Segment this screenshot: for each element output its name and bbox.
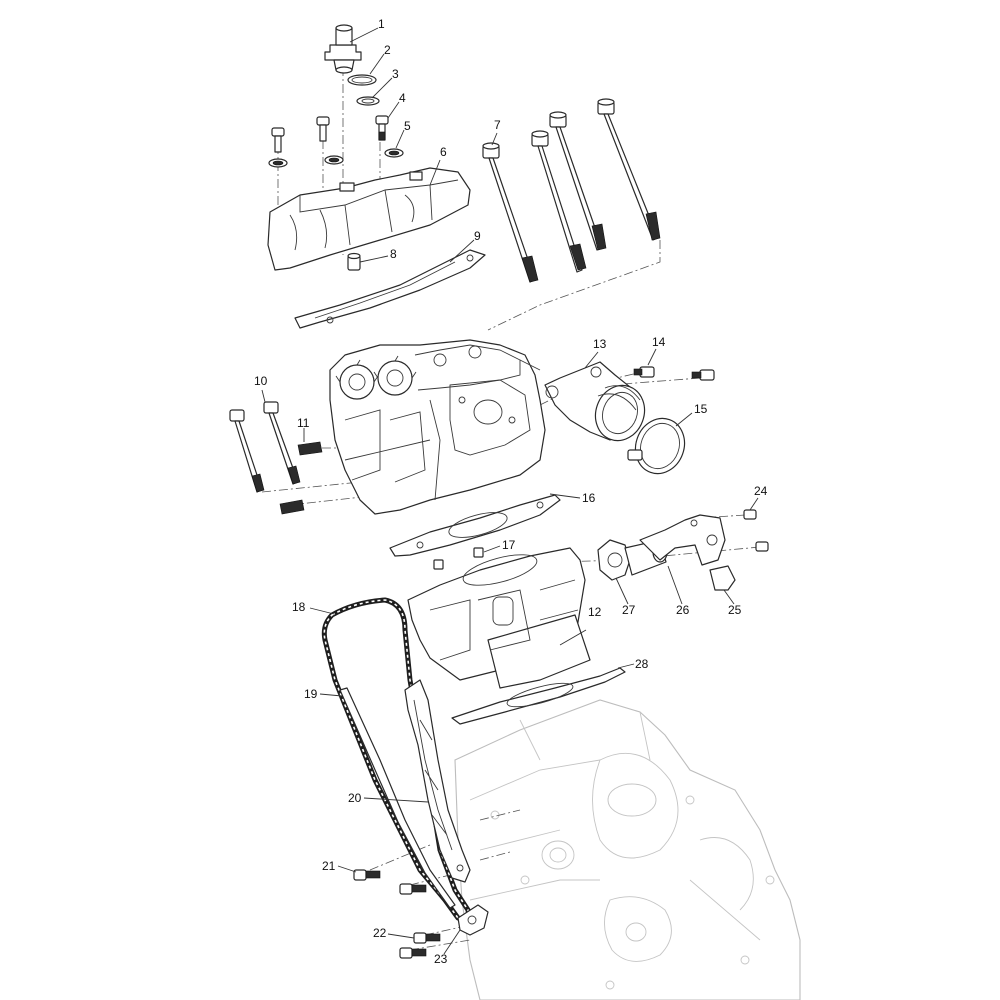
intake-boot [544,361,646,442]
callout-23: 23 [434,952,448,966]
callout-28: 28 [635,657,649,671]
callout-16: 16 [582,491,596,505]
callout-20: 20 [348,791,362,805]
callout-12: 12 [588,605,602,619]
callout-1: 1 [378,17,385,31]
callout-21: 21 [322,859,336,873]
callout-6: 6 [440,145,447,159]
callout-3: 3 [392,67,399,81]
chain-guide [339,687,456,909]
o-ring-2 [347,74,377,86]
cover-bolts [268,115,404,168]
leader-lines [261,27,759,955]
crankcase-ghost [454,699,801,1000]
cylinder-head-cover [267,167,471,271]
callout-18: 18 [292,600,306,614]
washer-3 [356,96,380,106]
cylinder [407,547,591,689]
callout-22: 22 [373,926,387,940]
callout-17: 17 [502,538,516,552]
callout-25: 25 [728,603,742,617]
callout-4: 4 [399,91,406,105]
callout-15: 15 [694,402,708,416]
timing-chain [321,597,471,922]
callout-19: 19 [304,687,318,701]
callout-5: 5 [404,119,411,133]
callout-14: 14 [652,335,666,349]
base-gasket [451,667,626,725]
callout-2: 2 [384,43,391,57]
dowel-pins-17 [433,547,484,570]
callout-8: 8 [390,247,397,261]
callout-26: 26 [676,603,690,617]
studs-11 [279,441,323,515]
callout-11: 11 [297,416,310,430]
callout-9: 9 [474,229,481,243]
cylinder-head [329,339,546,515]
callout-27: 27 [622,603,636,617]
cover-gasket [294,249,486,329]
callout-7: 7 [494,118,501,132]
hose-clamp [627,417,686,475]
callout-13: 13 [593,337,607,351]
intake-bolts [633,366,715,381]
head-bolts-long [482,98,661,283]
dowel-pin-8 [347,252,361,271]
thermostat-housing [597,509,769,591]
breather-cap [324,24,362,74]
callout-labels: 1 2 3 4 5 6 7 8 9 10 11 12 13 14 15 16 1… [254,17,768,966]
guide-bolts [353,869,427,895]
tensioner-blade [404,679,471,883]
callout-10: 10 [254,374,268,388]
callout-24: 24 [754,484,768,498]
head-bolts-short [229,401,301,493]
head-gasket [389,494,561,557]
